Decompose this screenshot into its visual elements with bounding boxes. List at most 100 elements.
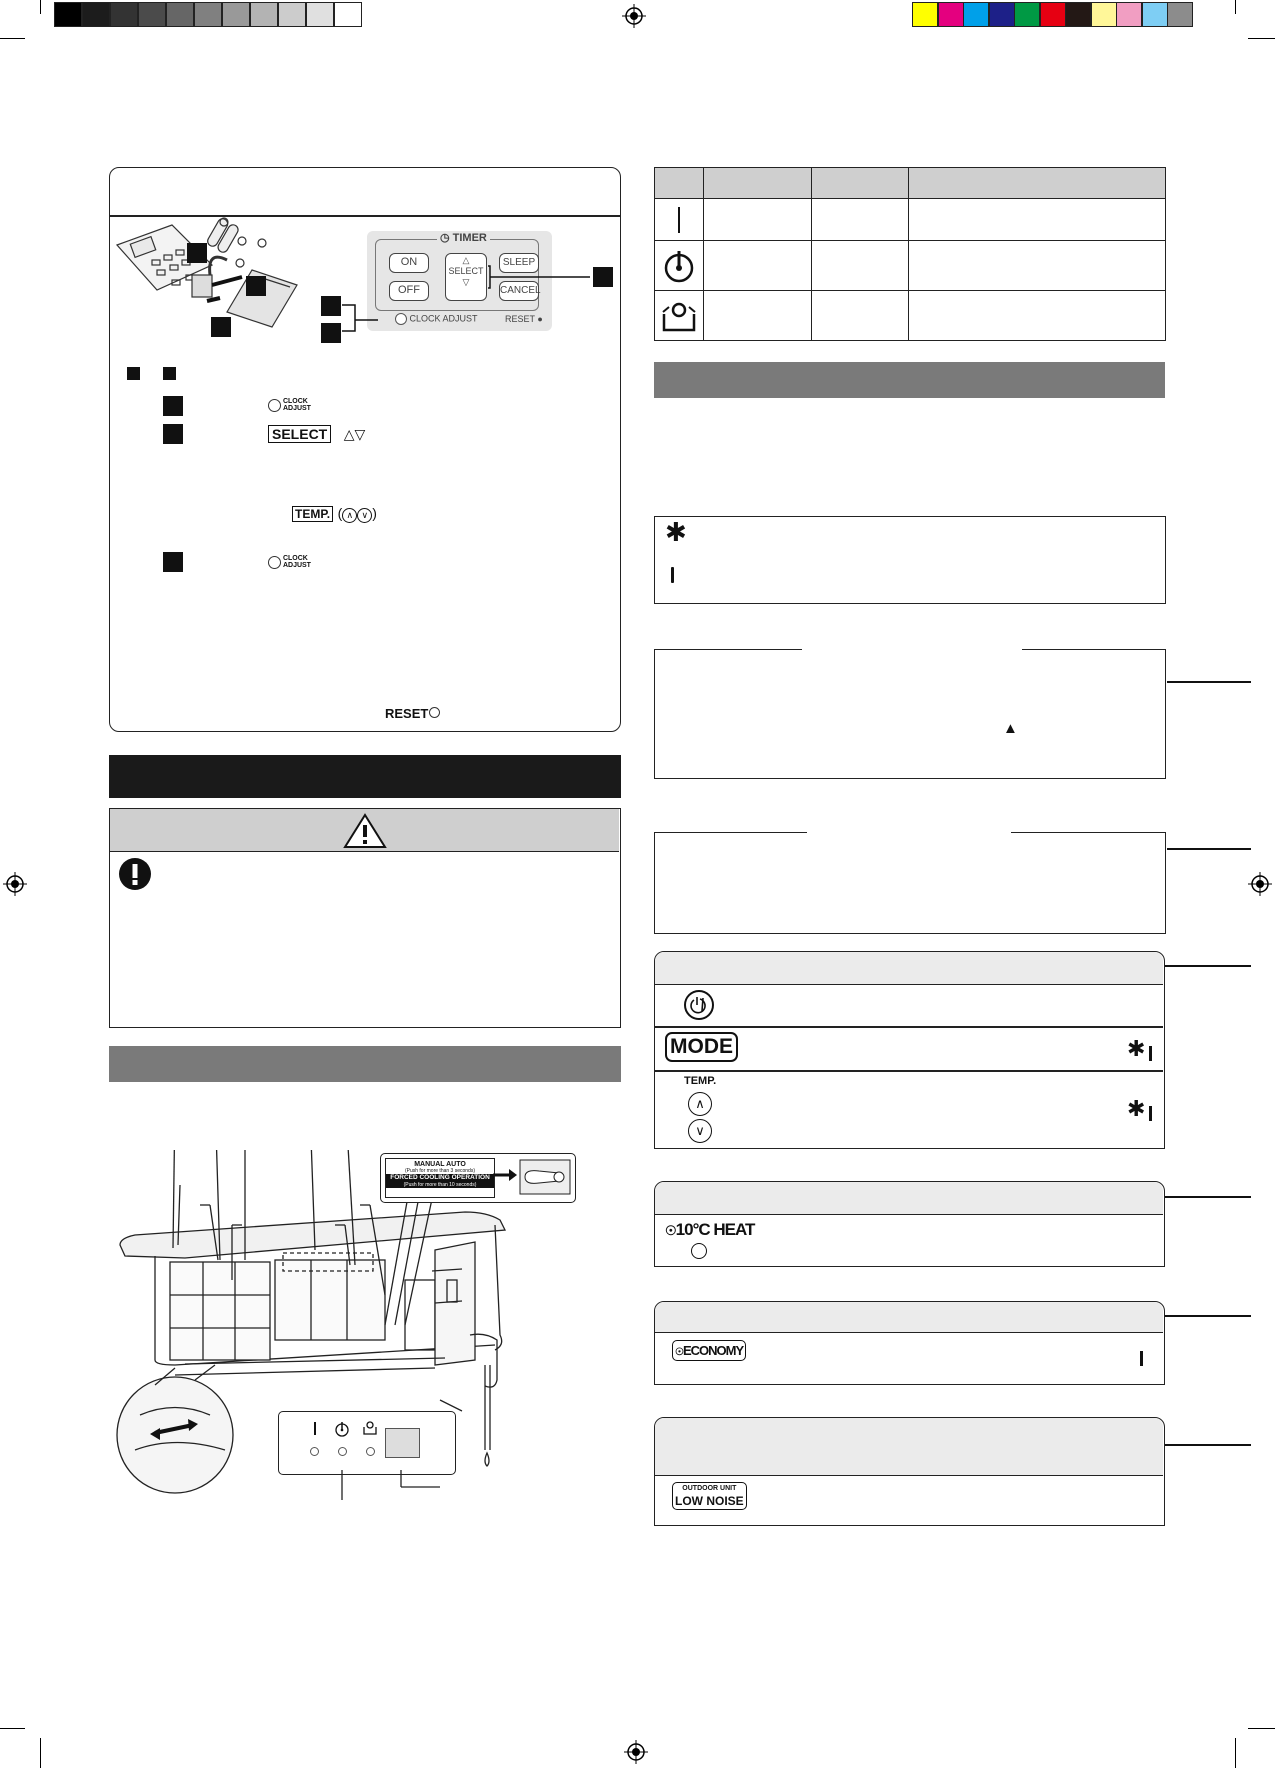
margin-rule — [1165, 965, 1251, 967]
note-box — [654, 830, 1166, 934]
clock-adjust-icon-hole — [268, 398, 281, 412]
step-number-marker — [163, 367, 176, 380]
color-swatch — [1116, 2, 1142, 27]
up-triangle-icon: ▲ — [1003, 720, 1018, 737]
crop-mark — [1235, 0, 1236, 14]
table-header-cell — [654, 167, 704, 199]
step-number-marker — [187, 243, 207, 263]
gray-swatch — [166, 2, 194, 27]
color-swatch — [1141, 2, 1168, 27]
indicator-dot — [338, 1447, 347, 1456]
temp-up-button[interactable]: ∧ — [688, 1092, 712, 1116]
color-swatch — [1014, 2, 1040, 27]
margin-rule — [1165, 1196, 1251, 1198]
table-cell — [654, 198, 704, 241]
color-swatch — [1090, 2, 1117, 27]
select-key-icon: SELECT △▽ — [268, 425, 365, 444]
reset-hole-icon — [429, 707, 441, 718]
indicator-panel-inset — [278, 1411, 456, 1475]
button-function-box: MODE ✱ TEMP. ∧ ∨ ✱ — [654, 951, 1165, 1149]
clock-adjust-button[interactable]: CLOCK ADJUST — [395, 313, 478, 325]
step-number-marker — [163, 552, 183, 572]
operation-bar-icon — [671, 567, 674, 583]
table-header-cell — [811, 167, 909, 199]
table-cell — [811, 240, 909, 291]
reset-key-icon: RESET — [385, 706, 441, 721]
clock-adjust-icon: CLOCK ADJUST — [268, 555, 311, 569]
sleep-button[interactable]: SLEEP — [499, 253, 539, 273]
table-cell — [703, 290, 812, 341]
operation-bar-icon — [1149, 1106, 1152, 1121]
clock-adjust-hole-icon — [395, 313, 407, 325]
warning-box — [109, 808, 621, 1028]
button-function-header — [655, 952, 1163, 985]
table-header-row — [654, 167, 1166, 199]
bracket-lines — [342, 265, 590, 332]
remote-timer-panel: ◷ TIMER ON OFF △ SELECT ▽ SLEEP CANCEL C… — [367, 231, 552, 331]
table-cell — [811, 198, 909, 241]
gray-swatch — [110, 2, 138, 27]
step-number-marker — [593, 267, 613, 287]
select-button[interactable]: △ SELECT ▽ — [445, 253, 487, 301]
manual-auto-button-icon[interactable] — [519, 1159, 571, 1195]
row-divider — [655, 1026, 1163, 1028]
table-cell — [654, 240, 704, 291]
outdoor-low-noise-button[interactable]: OUTDOOR UNIT LOW NOISE — [672, 1482, 747, 1510]
operation-lamp-icon — [678, 206, 680, 233]
note-box-title-gap — [807, 830, 1011, 835]
step-number-marker — [127, 367, 140, 380]
economy-function-box: ☉ECONOMY — [654, 1301, 1165, 1385]
forced-cooling-text: FORCED COOLING OPERATION — [386, 1174, 494, 1182]
table-row — [654, 290, 1166, 341]
color-swatch — [1065, 2, 1091, 27]
mode-button[interactable]: MODE — [665, 1032, 738, 1062]
reset-button[interactable]: RESET ● — [505, 314, 543, 324]
gray-swatch — [82, 2, 110, 27]
economy-lamp-icon — [363, 1421, 377, 1435]
gray-swatch — [334, 2, 362, 27]
heat-function-header — [655, 1182, 1163, 1215]
step-number-marker — [211, 317, 231, 337]
note-box-title-gap — [802, 647, 1022, 652]
cancel-button[interactable]: CANCEL — [499, 281, 541, 301]
economy-lamp-icon: ☉ — [665, 1223, 677, 1238]
economy-button[interactable]: ☉ECONOMY — [672, 1340, 747, 1361]
step-number-marker — [321, 323, 341, 343]
crop-mark — [0, 38, 25, 39]
heat-button[interactable] — [691, 1243, 707, 1259]
operation-lamp-icon — [314, 1422, 316, 1435]
gray-swatch — [222, 2, 250, 27]
manual-auto-callout: MANUAL AUTO (Push for more than 3 second… — [380, 1153, 576, 1203]
power-button-icon[interactable] — [683, 989, 715, 1021]
indicator-dot — [366, 1447, 375, 1456]
step-number-marker — [163, 424, 183, 444]
crop-mark — [1248, 38, 1275, 39]
low-noise-function-header — [655, 1418, 1163, 1476]
remote-battery-illustration — [115, 217, 298, 328]
select-down-icon: ▽ — [462, 277, 470, 287]
crop-mark — [1235, 1738, 1236, 1768]
cool-mode-icon: ✱ — [665, 517, 687, 547]
registration-mark-icon — [624, 1740, 648, 1764]
indicator-lamp-table — [654, 167, 1166, 341]
clock-adjust-icon: CLOCK ADJUST — [268, 398, 311, 412]
outdoor-button-line2: LOW NOISE — [675, 1494, 744, 1508]
temp-up-down-icon: (∧∨) — [337, 505, 377, 523]
select-label: SELECT — [448, 266, 484, 276]
arrow-right-icon — [493, 1169, 517, 1181]
color-swatch — [1039, 2, 1066, 27]
mode-icon-box: ✱ — [654, 516, 1166, 604]
gray-swatch — [138, 2, 166, 27]
off-button[interactable]: OFF — [389, 281, 429, 301]
registration-mark-icon — [1248, 872, 1272, 896]
color-swatch — [963, 2, 989, 27]
select-key-label: SELECT — [268, 425, 332, 443]
warning-triangle-icon — [343, 813, 387, 848]
select-up-icon: △ — [462, 255, 470, 265]
section-heading-bar — [109, 755, 621, 798]
temp-key-icon: TEMP. (∧∨) — [292, 505, 377, 523]
on-button[interactable]: ON — [389, 253, 429, 273]
up-down-arrows-icon: △▽ — [343, 426, 366, 442]
temp-down-button[interactable]: ∨ — [688, 1119, 712, 1143]
economy-lamp-icon — [662, 302, 696, 331]
